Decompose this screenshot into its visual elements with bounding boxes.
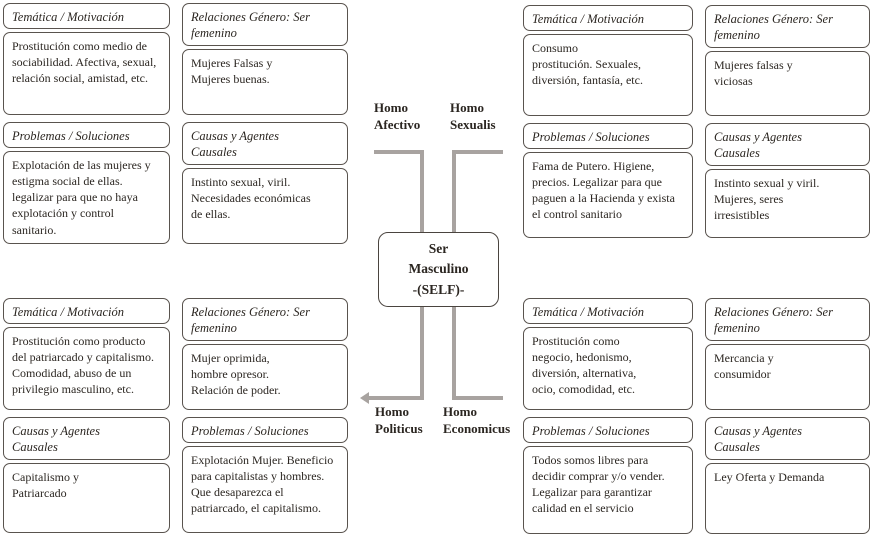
- axis-label-homo-afectivo: Homo Afectivo: [374, 100, 421, 132]
- card-tl-causas: Causas y Agentes Causales Instinto sexua…: [182, 122, 348, 244]
- card-header: Causas y Agentes Causales: [705, 417, 870, 460]
- axis-line-bottom-left: [420, 305, 424, 400]
- card-header: Problemas / Soluciones: [182, 417, 348, 444]
- card-body: Fama de Putero. Higiene, precios. Legali…: [523, 152, 693, 238]
- axis-bar-top-right: [452, 150, 503, 154]
- card-body: Ley Oferta y Demanda: [705, 462, 870, 534]
- card-header: Temática / Motivación: [523, 298, 693, 325]
- card-header: Relaciones Género: Ser femenino: [182, 298, 348, 341]
- card-header: Problemas / Soluciones: [523, 417, 693, 444]
- card-header: Problemas / Soluciones: [523, 123, 693, 150]
- card-body: Prostitución como negocio, hedonismo, di…: [523, 327, 693, 410]
- card-header: Relaciones Género: Ser femenino: [705, 298, 870, 341]
- card-header: Problemas / Soluciones: [3, 122, 170, 149]
- card-header: Causas y Agentes Causales: [705, 123, 870, 166]
- card-body: Mercancia y consumidor: [705, 343, 870, 410]
- card-body: Explotación Mujer. Beneficio para capita…: [182, 446, 348, 533]
- quadrant-bottom-left: Temática / Motivación Prostitución como …: [3, 298, 348, 533]
- card-tl-relaciones: Relaciones Género: Ser femenino Mujeres …: [182, 3, 348, 115]
- card-tl-tematica: Temática / Motivación Prostitución como …: [3, 3, 170, 115]
- quadrant-top-left: Temática / Motivación Prostitución como …: [3, 3, 348, 244]
- card-header: Temática / Motivación: [3, 298, 170, 325]
- axis-label-homo-politicus: Homo Politicus: [375, 404, 423, 436]
- quadrant-top-right: Temática / Motivación Consumo prostituci…: [523, 5, 870, 238]
- axis-line-bottom-right: [452, 305, 456, 400]
- card-body: Explotación de las mujeres y estigma soc…: [3, 151, 170, 244]
- card-body: Consumo prostitución. Sexuales, diversió…: [523, 34, 693, 116]
- center-self-box: Ser Masculino -(SELF)-: [378, 232, 499, 307]
- card-header: Causas y Agentes Causales: [182, 122, 348, 165]
- card-body: Prostitución como medio de sociabilidad.…: [3, 32, 170, 115]
- axis-line-top-left: [420, 150, 424, 232]
- card-header: Temática / Motivación: [3, 3, 170, 30]
- axis-bar-bottom-left: [368, 396, 424, 400]
- card-tl-problemas: Problemas / Soluciones Explotación de la…: [3, 122, 170, 244]
- card-body: Mujeres falsas y viciosas: [705, 50, 870, 116]
- card-br-problemas: Problemas / Soluciones Todos somos libre…: [523, 417, 693, 534]
- card-bl-tematica: Temática / Motivación Prostitución como …: [3, 298, 170, 410]
- quadrant-bottom-right: Temática / Motivación Prostitución como …: [523, 298, 870, 534]
- card-body: Prostitución como producto del patriarca…: [3, 327, 170, 410]
- card-tr-problemas: Problemas / Soluciones Fama de Putero. H…: [523, 123, 693, 238]
- card-body: Mujeres Falsas y Mujeres buenas.: [182, 48, 348, 115]
- axis-bar-bottom-right: [452, 396, 503, 400]
- card-header: Causas y Agentes Causales: [3, 417, 170, 460]
- axis-line-top-right: [452, 150, 456, 232]
- card-tr-causas: Causas y Agentes Causales Instinto sexua…: [705, 123, 870, 238]
- card-bl-problemas: Problemas / Soluciones Explotación Mujer…: [182, 417, 348, 533]
- card-br-causas: Causas y Agentes Causales Ley Oferta y D…: [705, 417, 870, 534]
- card-header: Relaciones Género: Ser femenino: [182, 3, 348, 46]
- card-body: Instinto sexual, viril. Necesidades econ…: [182, 167, 348, 244]
- card-body: Capitalismo y Patriarcado: [3, 462, 170, 533]
- card-body: Instinto sexual y viril. Mujeres, seres …: [705, 168, 870, 238]
- card-body: Todos somos libres para decidir comprar …: [523, 446, 693, 534]
- card-tr-tematica: Temática / Motivación Consumo prostituci…: [523, 5, 693, 116]
- card-header: Temática / Motivación: [523, 5, 693, 32]
- card-br-relaciones: Relaciones Género: Ser femenino Mercanci…: [705, 298, 870, 410]
- axis-label-homo-economicus: Homo Economicus: [443, 404, 511, 436]
- card-br-tematica: Temática / Motivación Prostitución como …: [523, 298, 693, 410]
- card-body: Mujer oprimida, hombre opresor. Relación…: [182, 343, 348, 410]
- card-tr-relaciones: Relaciones Género: Ser femenino Mujeres …: [705, 5, 870, 116]
- axis-bar-top-left: [374, 150, 424, 154]
- left-arrow-icon: [360, 392, 369, 404]
- card-bl-causas: Causas y Agentes Causales Capitalismo y …: [3, 417, 170, 533]
- axis-label-homo-sexualis: Homo Sexualis: [450, 100, 496, 132]
- card-header: Relaciones Género: Ser femenino: [705, 5, 870, 48]
- card-bl-relaciones: Relaciones Género: Ser femenino Mujer op…: [182, 298, 348, 410]
